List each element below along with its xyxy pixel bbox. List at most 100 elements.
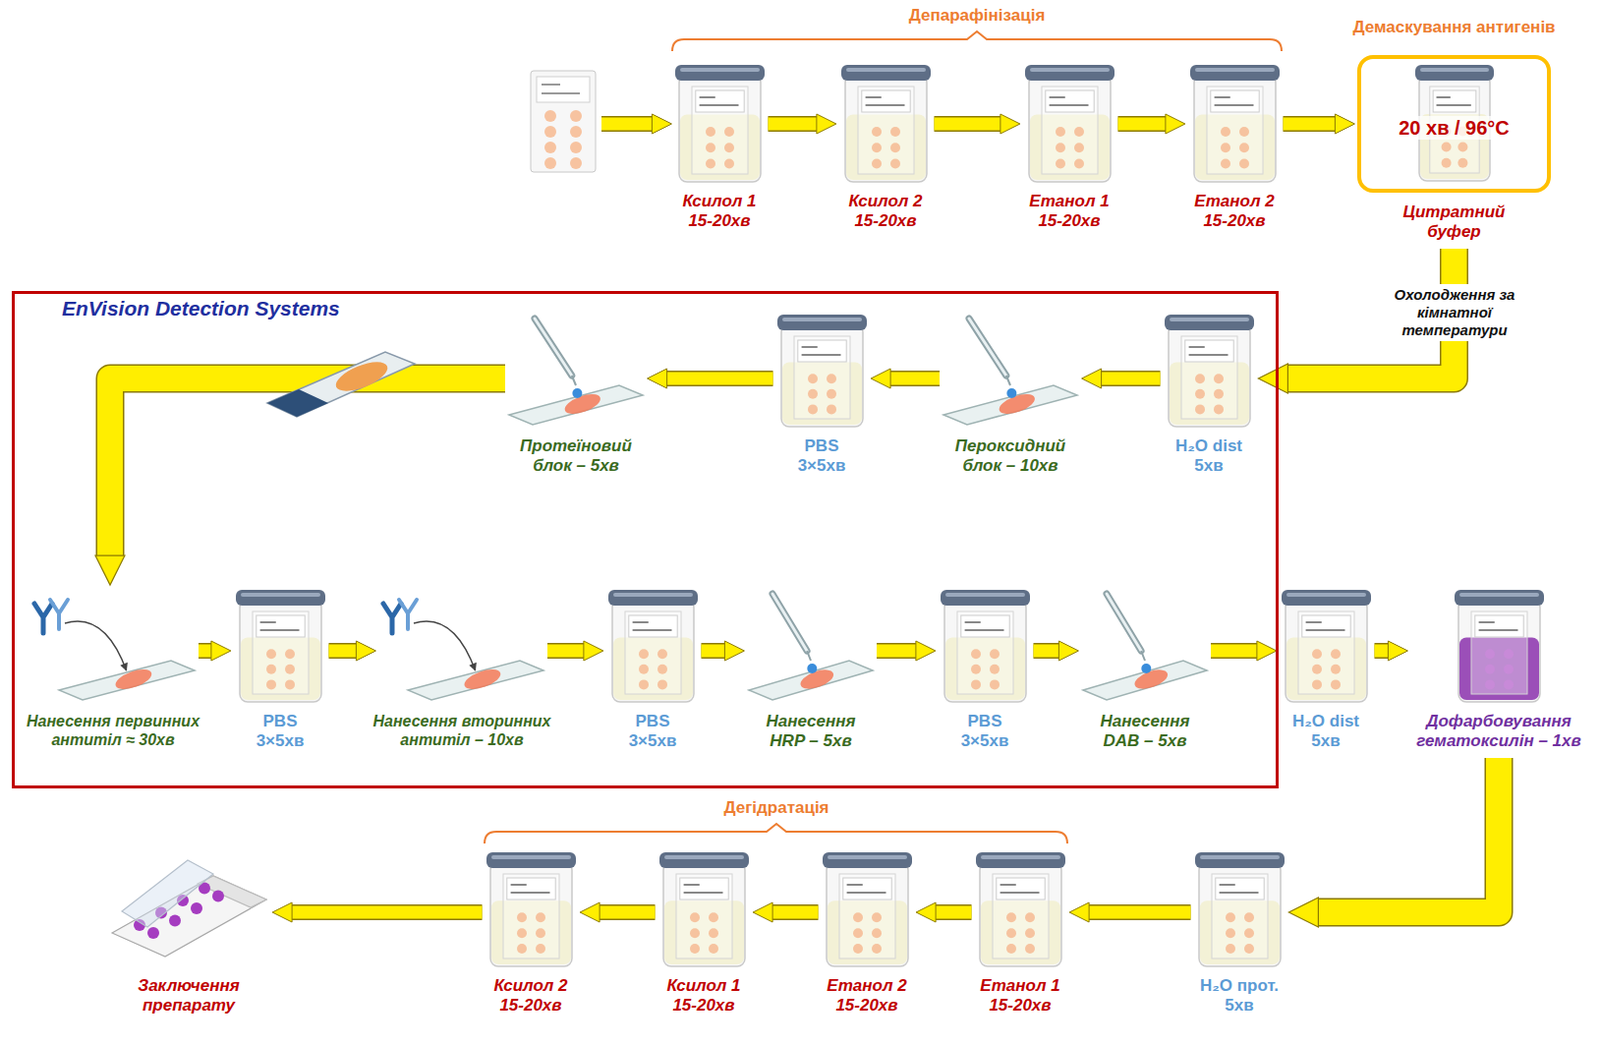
flow-arrow xyxy=(890,378,941,380)
transfer-arrow xyxy=(413,621,476,671)
step-caption: Нанесення первинних антитіл ≈ 30хв xyxy=(17,711,210,749)
inner-slide xyxy=(1211,873,1268,959)
tissue-dot xyxy=(989,664,1000,675)
ethanol-step: Етанол 1 15-20хв xyxy=(1023,62,1117,186)
mount-icon xyxy=(108,850,271,971)
tissue-dot xyxy=(890,142,901,153)
tissue-dot xyxy=(1025,943,1035,954)
jar-lid xyxy=(1190,64,1280,81)
slide-glass xyxy=(943,385,1078,425)
label-scribble xyxy=(1218,883,1235,886)
tissue-dot xyxy=(724,126,735,137)
ethanol-step: Етанол 1 15-20хв xyxy=(973,850,1068,971)
tissue-dot xyxy=(516,912,527,922)
pipette-body xyxy=(969,318,1007,376)
tissue-dot xyxy=(1457,158,1468,169)
label-scribble xyxy=(1188,345,1204,348)
arrow-body xyxy=(1100,372,1161,386)
arrow-body xyxy=(1033,644,1061,658)
flow-arrow xyxy=(768,123,818,125)
tissue-dot xyxy=(1195,403,1205,414)
jar-icon xyxy=(606,587,700,706)
tissue-dot xyxy=(1225,927,1236,938)
buffer-wash-step: PBS 3×5хв xyxy=(606,587,700,706)
tissue-dot xyxy=(871,912,882,922)
label-scribble xyxy=(864,104,905,107)
tissue-dot xyxy=(853,943,863,954)
tissue-dot xyxy=(266,679,277,689)
tissue-dot xyxy=(705,126,716,137)
slide-label xyxy=(1209,90,1258,113)
tissue-dot xyxy=(570,141,582,154)
stained-section xyxy=(190,902,203,915)
jar-icon xyxy=(973,850,1068,971)
blocking-step: Пероксидний блок – 10хв xyxy=(941,312,1080,431)
tissue-dot xyxy=(1220,142,1231,153)
jar-body xyxy=(1199,861,1281,967)
tissue-dot xyxy=(1213,403,1224,414)
tissue-dot xyxy=(1220,159,1231,170)
reagent-step: Нанесення DAB – 5хв xyxy=(1081,587,1209,706)
tissue-dot xyxy=(285,679,295,689)
lid-highlight xyxy=(980,855,1061,859)
slide-label xyxy=(842,877,891,900)
arrow-outline xyxy=(1118,115,1167,132)
tissue-dot xyxy=(871,126,882,137)
arrow-body xyxy=(890,372,941,386)
group-title: EnVision Detection Systems xyxy=(61,295,341,321)
arrow-body xyxy=(934,117,1002,131)
step-caption: Дофарбовування гематоксилін – 1хв xyxy=(1410,711,1588,752)
label-scribble xyxy=(846,883,862,886)
tissue-dot xyxy=(1312,679,1322,689)
arrow-body xyxy=(291,906,483,919)
jar-lid xyxy=(486,852,576,868)
jar-lid xyxy=(659,852,749,868)
arrow-body xyxy=(701,644,727,658)
tissue-dot xyxy=(638,648,649,659)
lid-highlight xyxy=(240,592,321,597)
flow-arrow xyxy=(876,650,917,652)
slide-label xyxy=(1184,340,1233,362)
jar-body xyxy=(781,324,863,427)
tissue-dot xyxy=(1457,142,1468,153)
jar-icon xyxy=(1190,64,1280,182)
antibody-icon xyxy=(29,587,197,706)
tissue-dot xyxy=(535,912,546,922)
tissue-dot xyxy=(657,679,668,689)
lid-highlight xyxy=(1286,592,1367,597)
condition-value: 20 хв / 96°C xyxy=(1394,115,1514,140)
jar-icon xyxy=(1023,62,1117,186)
reagent-drop xyxy=(571,388,582,399)
pipette-icon xyxy=(509,318,643,425)
step-caption: PBS 3×5хв xyxy=(245,711,315,752)
label-scribble xyxy=(698,96,715,99)
pipette-shine xyxy=(969,318,1007,376)
jar-icon xyxy=(820,850,915,971)
step-caption: Цитратний буфер xyxy=(1395,202,1514,243)
tissue-dot xyxy=(1244,912,1255,922)
tissue-section xyxy=(332,355,392,397)
arrow-body xyxy=(768,117,818,131)
flow-arrow xyxy=(1118,123,1167,125)
arrow-body xyxy=(1210,644,1258,658)
pipette-tip xyxy=(1006,375,1011,386)
tissue-dot xyxy=(570,110,582,122)
jar-body xyxy=(1028,74,1111,182)
start-arrow xyxy=(601,117,653,131)
inner-slide xyxy=(691,86,748,174)
step-caption: Етанол 1 15-20хв xyxy=(1020,191,1119,232)
label-scribble xyxy=(1478,621,1494,624)
tissue-dot xyxy=(1312,664,1322,675)
tissue-dot xyxy=(1440,158,1451,169)
jar-body xyxy=(944,599,1027,702)
arrow-body xyxy=(198,644,213,658)
arrow-outline xyxy=(1210,642,1258,659)
arrow-body xyxy=(876,644,917,658)
tissue-dot xyxy=(1239,159,1250,170)
tissue-dot xyxy=(1055,142,1066,153)
slide-label xyxy=(1301,615,1350,637)
jar-icon xyxy=(975,852,1066,967)
lid-highlight xyxy=(945,592,1026,597)
arrow-outline xyxy=(768,115,818,132)
